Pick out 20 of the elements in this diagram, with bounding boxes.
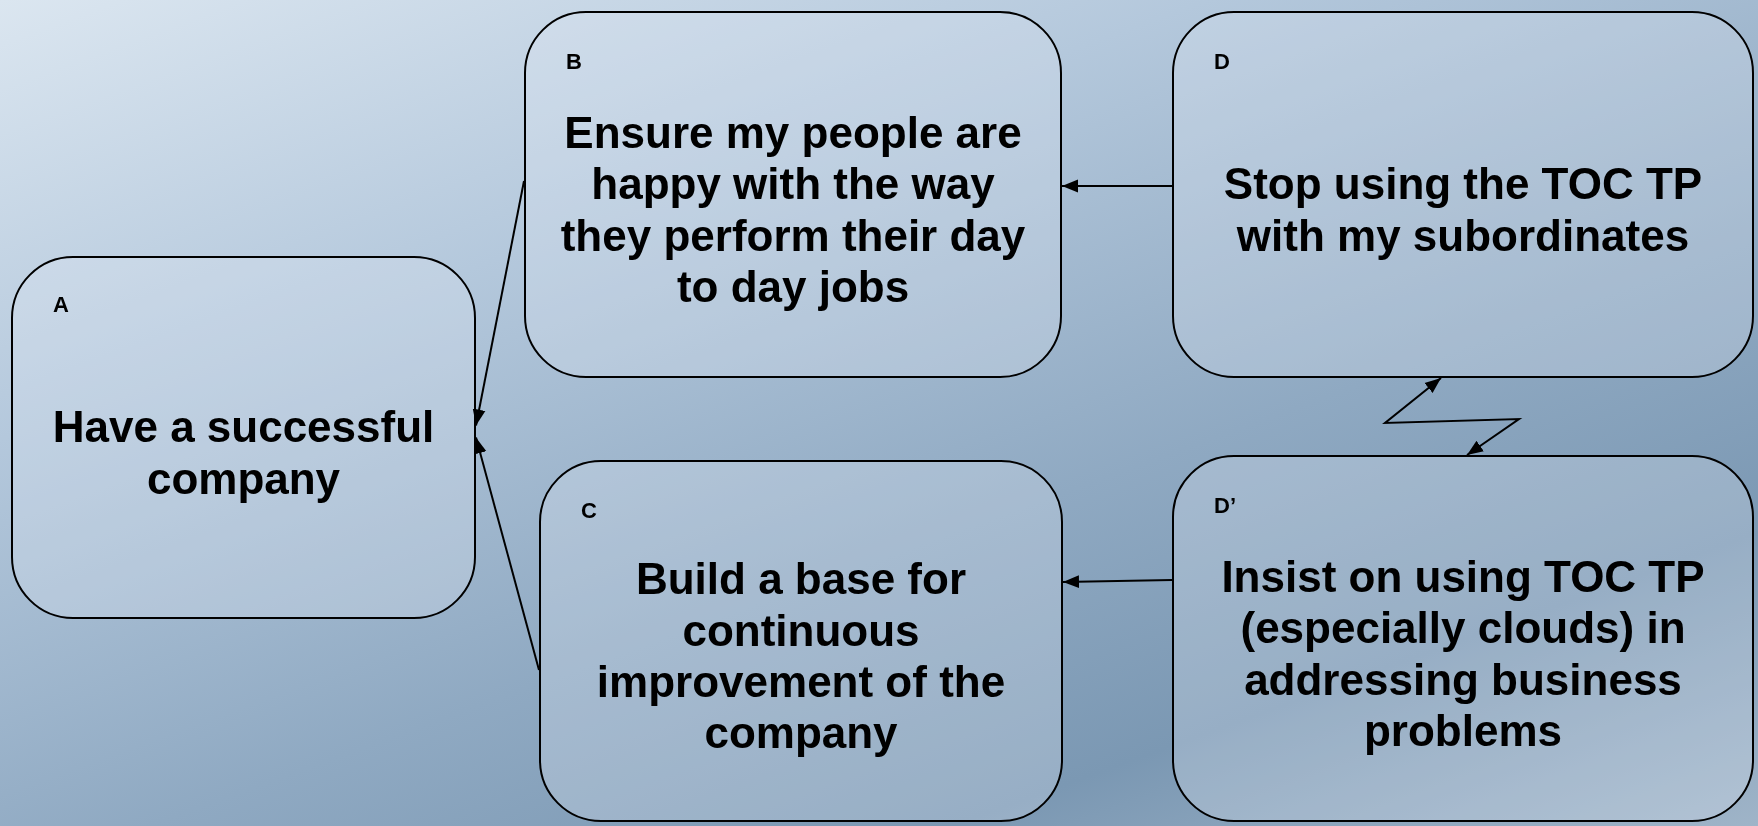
box-text: Stop using the TOC TP with my subordinates: [1222, 158, 1704, 261]
arrow: [474, 436, 540, 671]
rounded-box: [1172, 11, 1754, 378]
arrow: [1061, 179, 1173, 193]
box-letter: B: [566, 49, 582, 75]
box-text: Have a successful company: [51, 401, 436, 504]
arrow: [472, 180, 525, 427]
box-letter: A: [53, 292, 69, 318]
box-letter: D: [1214, 49, 1230, 75]
box-text: Ensure my people are happy with the way they perform their day to day jobs: [559, 106, 1027, 313]
box-letter: C: [581, 498, 597, 524]
box-text: Insist on using TOC TP (especially clouds) in addressing business problems: [1220, 550, 1706, 757]
rounded-box: [539, 460, 1063, 822]
arrow: [1382, 377, 1523, 456]
box-text: Build a base for continuous improvement of the company: [595, 553, 1007, 759]
arrow: [1062, 575, 1173, 589]
rounded-box: [1172, 455, 1754, 822]
rounded-box: [524, 11, 1062, 378]
box-letter: D’: [1214, 493, 1236, 519]
rounded-box: [11, 256, 476, 619]
